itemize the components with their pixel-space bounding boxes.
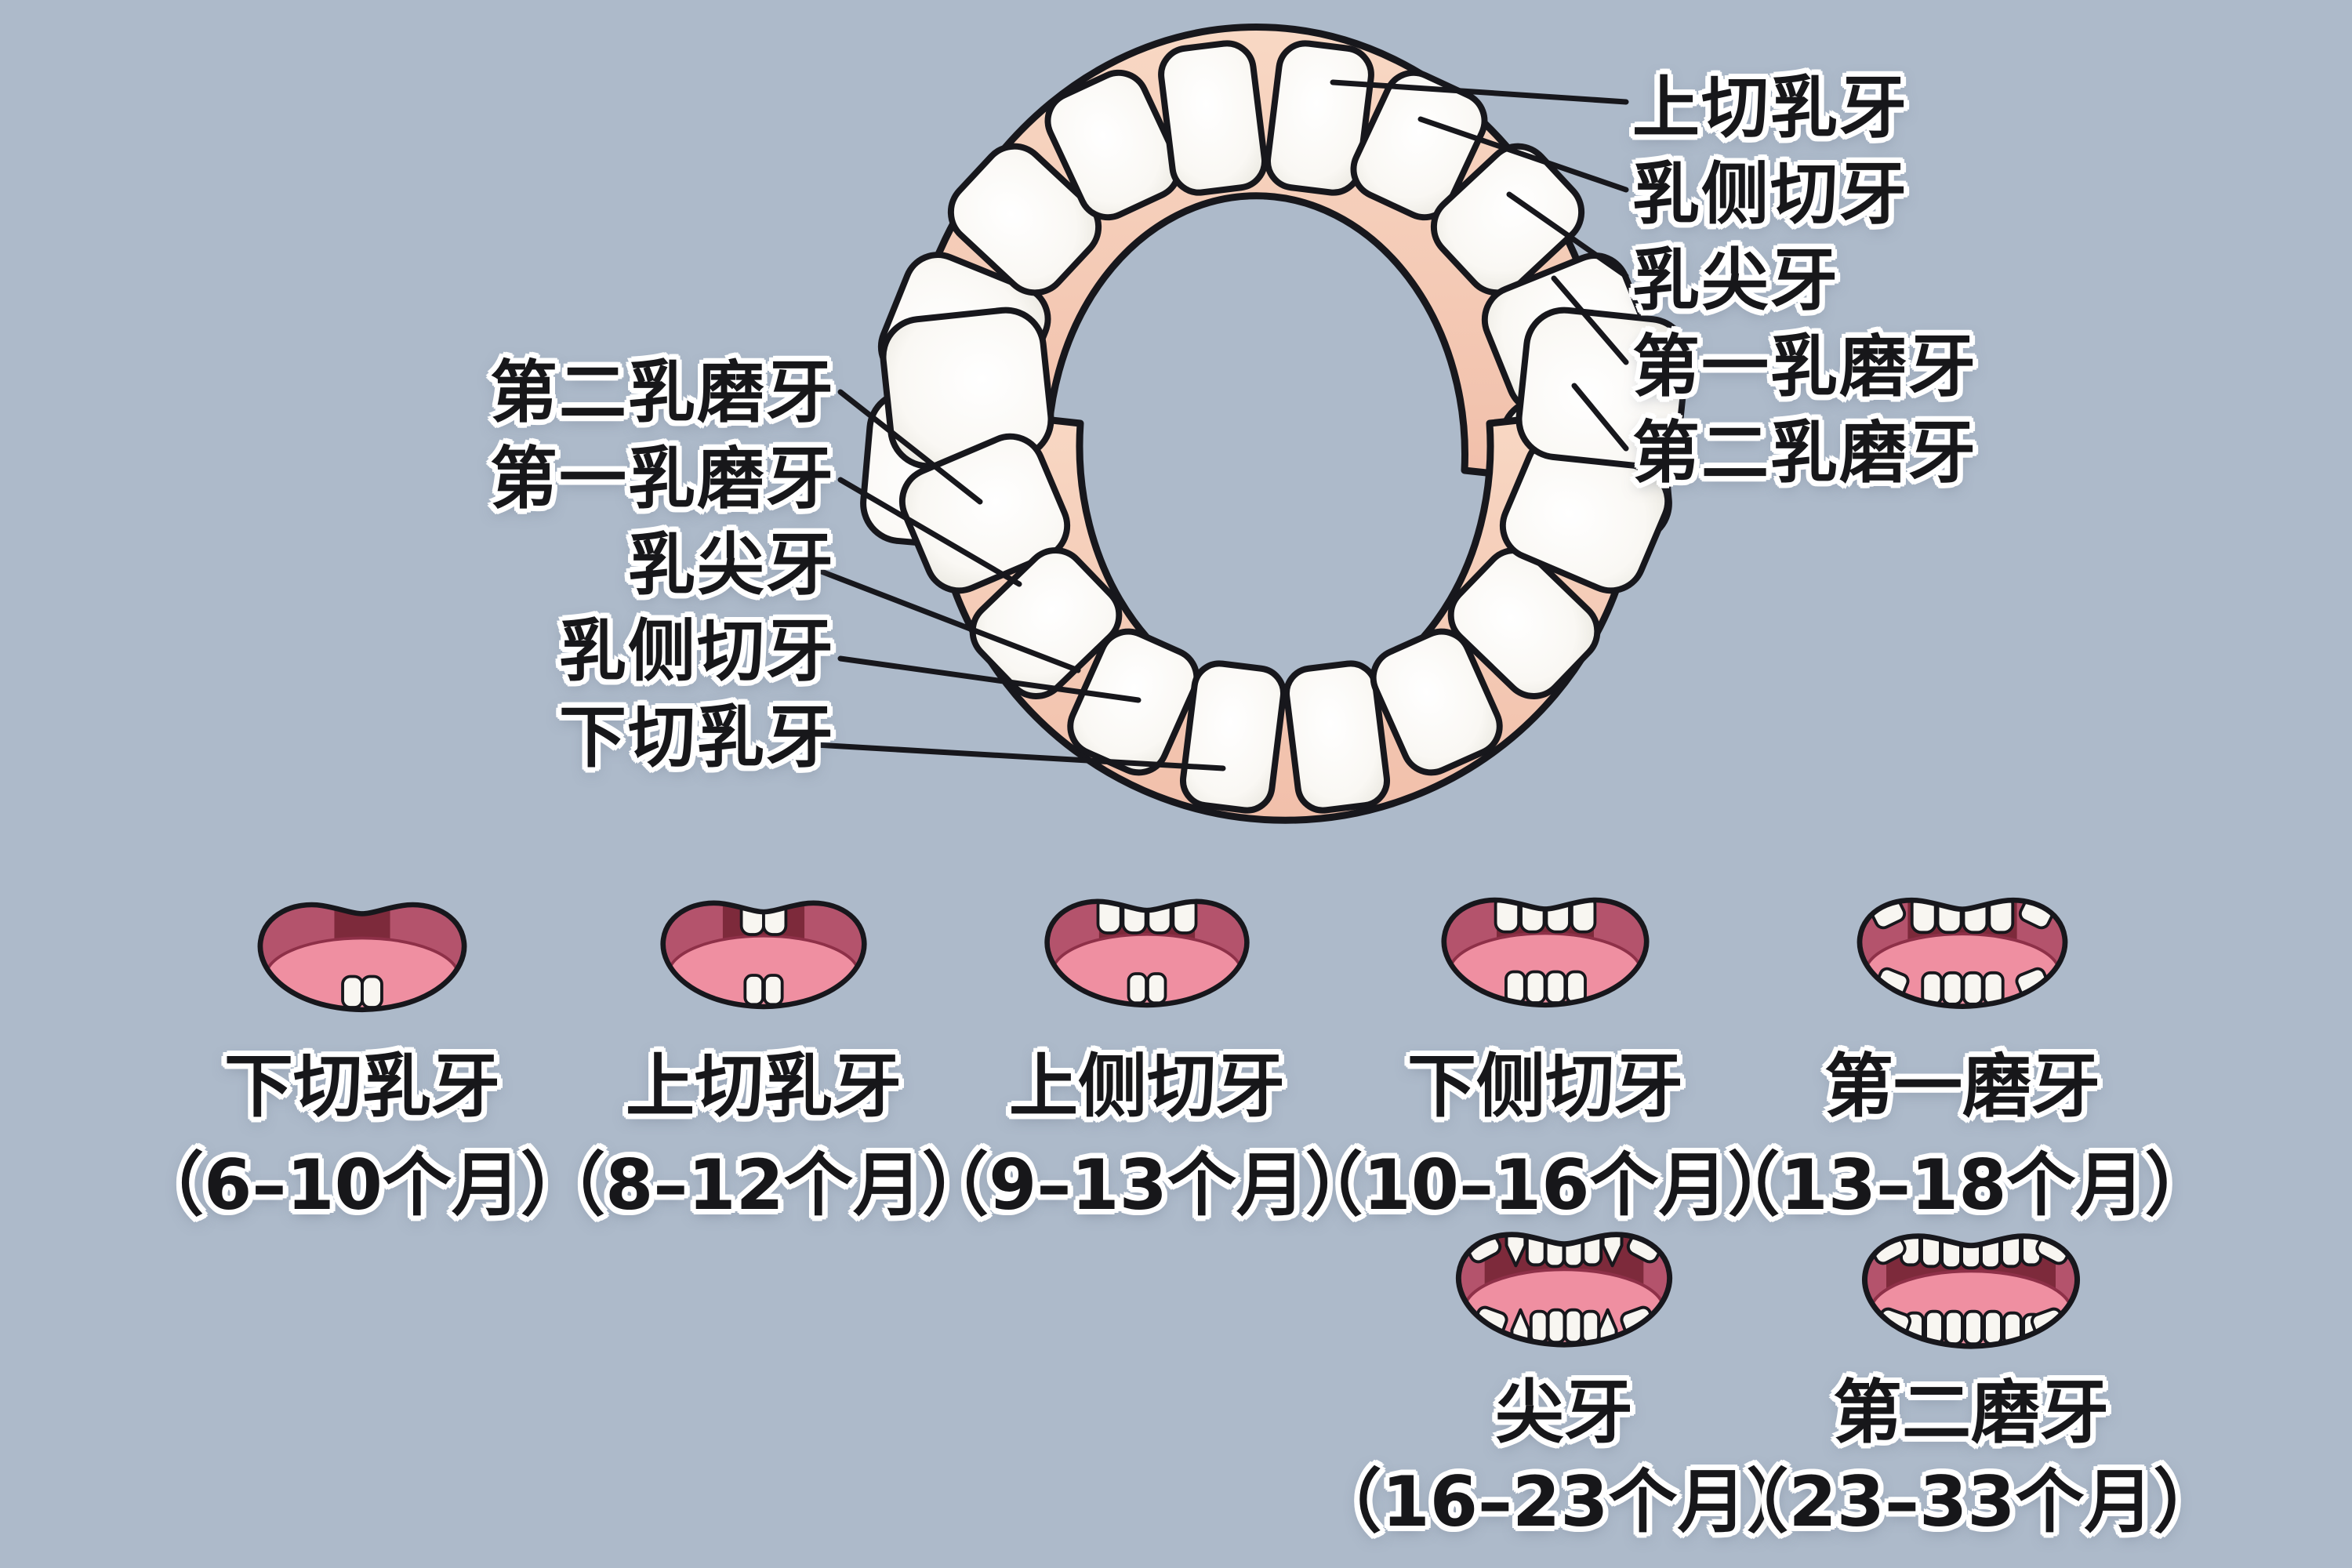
label-lower-first-molar: 第一乳磨牙: [490, 440, 835, 518]
stage-6-name: 尖牙: [1494, 1372, 1633, 1453]
upper-right-lateral-incisor-tooth: [1350, 69, 1488, 221]
leader-line-upper-first-molar: [1551, 275, 1629, 365]
mouth-stage-second-molars: [1853, 1225, 2089, 1358]
lower-right-lateral-incisor-tooth: [1370, 628, 1503, 776]
stage-5-months: （13–18个月）: [1711, 1145, 2214, 1225]
mouth-stage-lower-lateral-incisors: [1433, 889, 1657, 1016]
stage-2-name: 上切乳牙: [625, 1046, 902, 1127]
stage-1-name: 下切乳牙: [223, 1046, 500, 1127]
leader-line-upper-lateral-incisor: [1417, 116, 1629, 193]
stage-7-months: （23–33个月）: [1719, 1461, 2223, 1542]
lower-left-central-incisor-tooth: [1179, 660, 1287, 814]
upper-right-canine-tooth: [1430, 143, 1585, 296]
stage-5-name: 第一磨牙: [1824, 1046, 2100, 1127]
leader-line-upper-central-incisor: [1330, 79, 1629, 105]
mouth-stage-lower-central-incisors: [249, 894, 475, 1021]
mouth-stage-upper-lateral-incisors: [1036, 891, 1258, 1016]
leader-line-lower-central-incisor: [812, 742, 1226, 771]
stage-3-months: （9–13个月）: [920, 1145, 1374, 1225]
leader-line-lower-canine: [812, 566, 1081, 673]
label-lower-lateral-incisor: 乳侧切牙: [559, 612, 835, 691]
label-lower-second-molar: 第二乳磨牙: [490, 354, 835, 432]
upper-left-canine-tooth: [947, 143, 1102, 296]
stage-1-months: （6–10个月）: [135, 1145, 590, 1225]
label-lower-canine: 乳尖牙: [628, 526, 835, 604]
leader-line-lower-second-molar: [837, 389, 983, 505]
label-upper-central-incisor: 上切乳牙: [1632, 69, 1908, 147]
stage-3-name: 上侧切牙: [1008, 1046, 1285, 1127]
lower-right-canine-tooth: [1447, 547, 1601, 699]
stage-2-months: （8–12个月）: [536, 1145, 991, 1225]
lower-left-canine-tooth: [969, 547, 1123, 699]
upper-left-central-incisor-tooth: [1158, 40, 1269, 196]
mouth-stage-first-molars: [1849, 889, 2076, 1018]
upper-left-lateral-incisor-tooth: [1044, 69, 1182, 221]
lower-right-second-molar-tooth: [1515, 307, 1690, 470]
lower-right-central-incisor-tooth: [1283, 660, 1391, 814]
mouth-stage-canines: [1447, 1223, 1681, 1356]
mouth-stage-upper-central-incisors: [652, 892, 875, 1018]
label-lower-central-incisor: 下切乳牙: [559, 699, 835, 777]
leader-line-upper-canine: [1506, 191, 1629, 279]
leader-line-upper-second-molar: [1571, 383, 1629, 452]
label-upper-lateral-incisor: 乳侧切牙: [1632, 155, 1908, 234]
label-upper-second-molar: 第二乳磨牙: [1632, 414, 1977, 492]
label-upper-canine: 乳尖牙: [1632, 241, 1839, 320]
leader-line-lower-lateral-incisor: [837, 655, 1142, 703]
stage-6-months: （16–23个月）: [1312, 1461, 1816, 1542]
leader-line-lower-first-molar: [837, 477, 1022, 587]
stage-4-name: 下侧切牙: [1406, 1046, 1683, 1127]
stage-7-name: 第二磨牙: [1832, 1372, 2109, 1453]
stage-4-months: （10–16个月）: [1294, 1145, 1797, 1225]
label-upper-first-molar: 第一乳磨牙: [1632, 328, 1977, 406]
